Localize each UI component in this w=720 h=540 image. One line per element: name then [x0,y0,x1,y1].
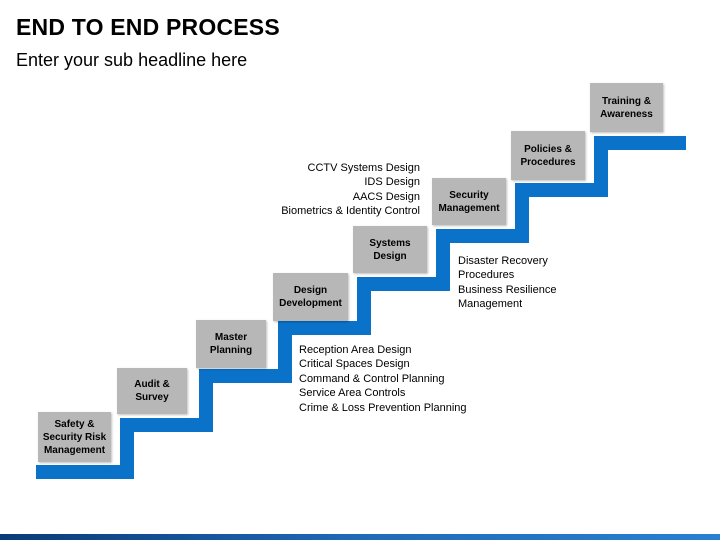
page-subtitle: Enter your sub headline here [16,50,248,70]
step-label: Training & Awareness [600,95,653,120]
step-systems-design: Systems Design [353,226,427,273]
note-line: IDS Design [364,176,420,189]
step-safety-security-risk-management: Safety & Security Risk Management [38,412,111,462]
note-line: Business Resilience [458,283,557,296]
step-label: Audit & Survey [134,379,170,403]
note-line: Biometrics & Identity Control [281,205,420,218]
step-audit-survey: Audit & Survey [117,368,187,414]
page-title: END TO END PROCESS [16,14,280,40]
stair-line [36,136,686,479]
step-label: Systems Design [369,237,411,262]
note-line: Command & Control Planning [299,372,445,385]
note-line: AACS Design [352,190,420,203]
note-line: Management [458,298,523,311]
note-line: Service Area Controls [299,387,406,400]
note-line: Crime & Loss Prevention Planning [299,401,467,414]
step-label: Policies & Procedures [520,143,576,168]
note-line: Critical Spaces Design [299,358,410,371]
step-security-management: Security Management [432,178,506,225]
footer-bar [0,534,720,540]
step-policies-procedures: Policies & Procedures [511,131,585,180]
step-training-awareness: Training & Awareness [590,83,663,132]
note-line: Disaster Recovery [458,255,548,267]
security-management-notes: Disaster Recovery Procedures Business Re… [458,254,556,312]
step-master-planning: Master Planning [196,320,266,368]
step-label: Security Management [438,189,500,214]
note-line: Procedures [458,269,515,282]
note-line: CCTV Systems Design [307,162,420,174]
step-design-development: Design Development [273,273,348,321]
step-label: Master Planning [209,332,253,356]
step-label: Safety & Security Risk Management [42,418,107,456]
note-line: Reception Area Design [299,344,412,356]
design-development-notes: Reception Area Design Critical Spaces De… [299,343,467,415]
systems-design-notes: CCTV Systems Design IDS Design AACS Desi… [281,161,420,219]
step-label: Design Development [279,285,342,309]
